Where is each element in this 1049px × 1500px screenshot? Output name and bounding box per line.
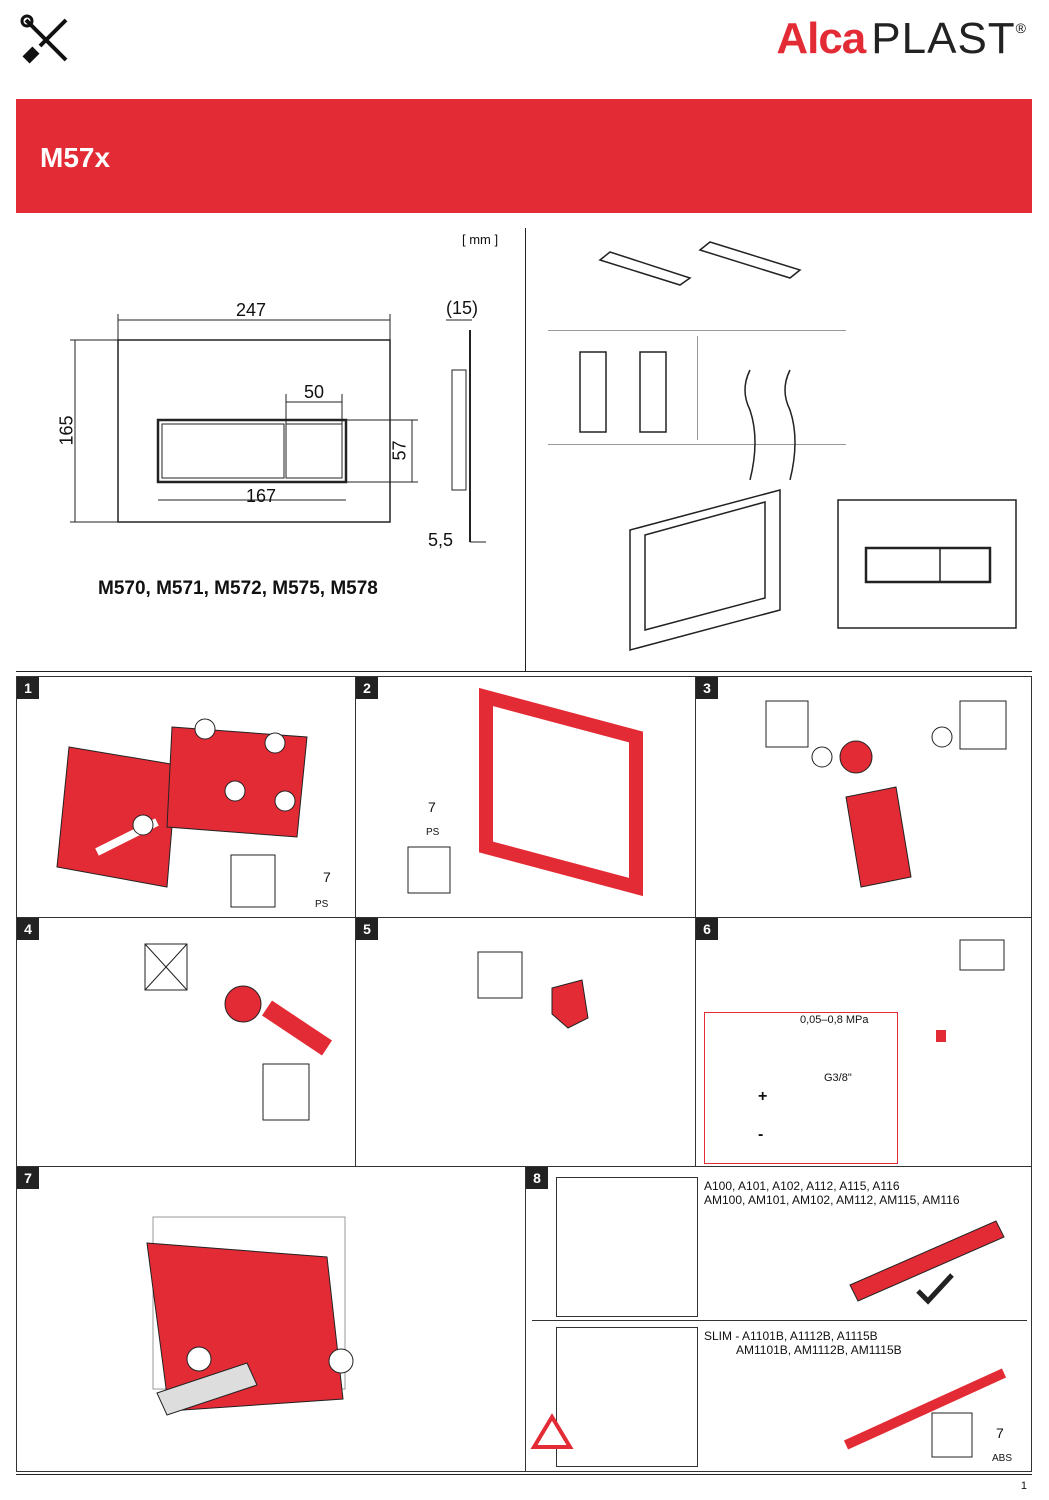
step-number-8: 8 xyxy=(526,1167,548,1189)
dim-height-label: 165 xyxy=(56,415,77,446)
step-panel-6: 6 0,05–0,8 MPa G3/8" + - xyxy=(695,917,1032,1167)
step-panel-7: 7 xyxy=(16,1166,526,1472)
dim-button-width-label: 167 xyxy=(246,486,277,506)
unit-label: [ mm ] xyxy=(462,232,499,247)
recycle-code-step2: 7 xyxy=(428,799,436,815)
step-number-7: 7 xyxy=(17,1167,39,1189)
tools-icon xyxy=(18,12,74,68)
step-panel-8: 8 A100, A101, A102, A112, A115, A116 AM1… xyxy=(525,1166,1032,1472)
registered-mark: ® xyxy=(1015,20,1026,36)
recycle-material-step1: PS xyxy=(315,899,329,910)
dim-offset-label: 5,5 xyxy=(428,530,454,550)
models-list: M570, M571, M572, M575, M578 xyxy=(98,578,378,599)
step-number-1: 1 xyxy=(17,677,39,699)
brand-logo-dark: PLAST xyxy=(871,14,1016,63)
step-number-3: 3 xyxy=(696,677,718,699)
pressure-label: 0,05–0,8 MPa xyxy=(800,1014,869,1026)
page-number: 1 xyxy=(1020,1480,1027,1492)
step8-models-line2: AM100, AM101, AM102, AM112, AM115, AM116 xyxy=(704,1193,960,1207)
step8-slim-line1: SLIM - A1101B, A1112B, A1115B xyxy=(704,1329,878,1343)
step-number-2: 2 xyxy=(356,677,378,699)
dim-depth-label: (15) xyxy=(446,298,479,318)
step-number-6: 6 xyxy=(696,918,718,940)
step-panel-5: 5 xyxy=(355,917,696,1167)
minus-label: - xyxy=(758,1126,764,1143)
recycle-code-step1: 7 xyxy=(323,869,331,885)
step8-models-line1: A100, A101, A102, A112, A115, A116 xyxy=(704,1179,900,1193)
product-title: M57x xyxy=(40,142,111,173)
step8-slim-line2: AM1101B, AM1112B, AM1115B xyxy=(736,1343,902,1357)
title-banner: M57x xyxy=(16,99,1032,213)
parts-illustration xyxy=(560,230,1030,660)
plus-label: + xyxy=(758,1088,768,1105)
dim-width-label: 247 xyxy=(236,300,267,320)
step-number-4: 4 xyxy=(17,918,39,940)
recycle-code-step8: 7 xyxy=(996,1425,1004,1441)
step-panel-2: 2 7 PS xyxy=(355,676,696,918)
dim-button-height-label: 57 xyxy=(389,440,410,461)
step-panel-3: 3 xyxy=(695,676,1032,918)
recycle-material-step2: PS xyxy=(426,827,440,838)
brand-logo-red: Alca xyxy=(776,14,866,63)
step-panel-1: 1 7 PS xyxy=(16,676,356,918)
recycle-material-step8: ABS xyxy=(992,1453,1013,1464)
step-number-5: 5 xyxy=(356,918,378,940)
dimension-drawing: 247 165 (15) 50 57 167 5,5 xyxy=(50,290,520,570)
step-panel-4: 4 xyxy=(16,917,356,1167)
dim-button-gap-label: 50 xyxy=(304,382,325,402)
thread-label: G3/8" xyxy=(824,1072,852,1084)
